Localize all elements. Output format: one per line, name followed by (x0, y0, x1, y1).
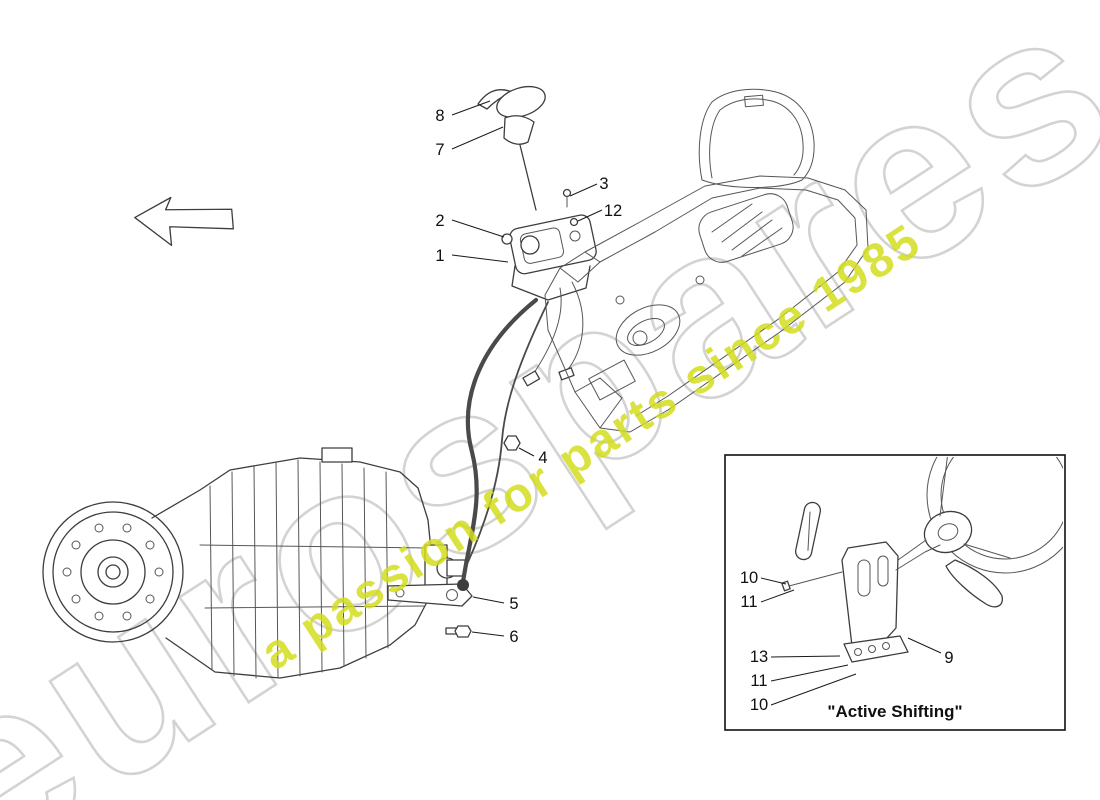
console-switch-opening (588, 359, 636, 401)
shifter-assembly-drawing (477, 85, 597, 387)
gearbox-top-mount (321, 447, 353, 463)
shift-cable-drawing (457, 297, 549, 591)
cable-bracket (387, 583, 473, 607)
shifter-knob (496, 85, 546, 119)
leader-lines-inset (760, 577, 942, 706)
console-lid (698, 88, 815, 188)
callout-10-top: 10 (740, 569, 758, 587)
left-paddle (794, 501, 822, 561)
right-paddle (945, 559, 1003, 608)
cable-end-fitting (457, 579, 469, 591)
callout-numbers-main: 8 7 2 1 3 12 4 5 6 (435, 107, 622, 646)
callout-1: 1 (435, 247, 444, 265)
callout-11-bottom: 11 (750, 672, 767, 690)
steering-wheel-drawing (794, 457, 1063, 608)
callout-8: 8 (435, 107, 444, 125)
base-nut (501, 233, 513, 245)
direction-arrow-icon (134, 196, 234, 246)
callout-12: 12 (604, 202, 622, 220)
gearbox-ribs (199, 459, 431, 679)
leader-lines-main (451, 100, 603, 637)
center-console-drawing (544, 88, 869, 433)
screw-3 (562, 188, 572, 208)
pivot-bushing (520, 235, 540, 255)
bracket-screw (781, 571, 843, 592)
cable-nut (503, 435, 521, 451)
callout-numbers-inset: 10 11 9 13 11 10 (740, 569, 954, 714)
callout-6: 6 (509, 628, 518, 646)
callout-11-top: 11 (740, 593, 757, 611)
callout-7: 7 (435, 141, 444, 159)
callout-3: 3 (599, 175, 608, 193)
flywheel-bolt-holes (62, 523, 164, 621)
callout-5: 5 (509, 595, 518, 613)
inset-caption: "Active Shifting" (827, 702, 962, 721)
console-shifter-opening (615, 304, 681, 356)
knob-boot (503, 115, 535, 145)
inset-border (724, 454, 1066, 731)
callout-2: 2 (435, 212, 444, 230)
callout-4: 4 (538, 449, 547, 467)
console-storage-opening (698, 193, 794, 263)
shift-lever (519, 144, 537, 211)
bracket-bolt (445, 625, 472, 638)
callout-10-bottom: 10 (750, 696, 768, 714)
paddle-bracket (841, 541, 941, 663)
inset-box: 10 11 9 13 11 10 "Active Shifting" (724, 454, 1066, 731)
screw-12 (569, 217, 579, 227)
callout-13: 13 (750, 648, 768, 666)
callout-9: 9 (944, 649, 953, 667)
